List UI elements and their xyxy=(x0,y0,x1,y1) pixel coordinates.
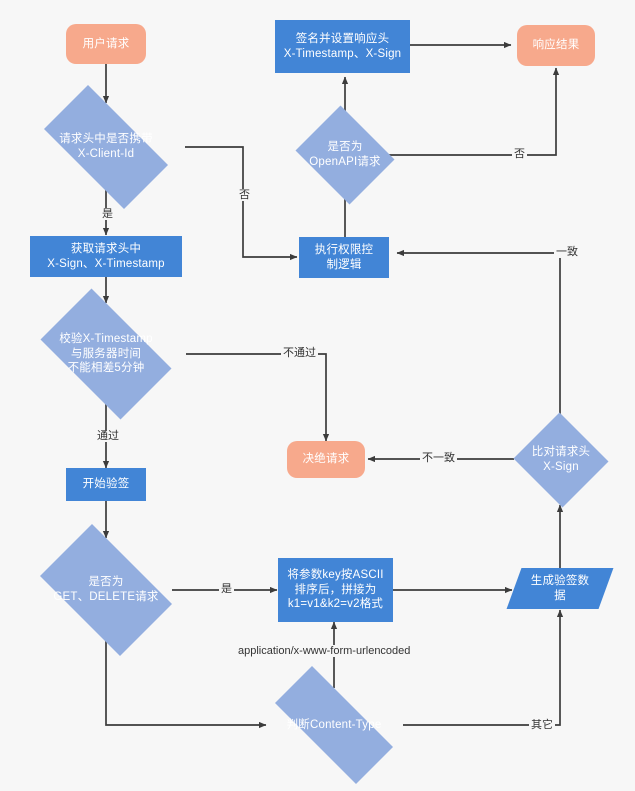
node-is-openapi[interactable]: 是否为 OpenAPI请求 xyxy=(291,105,399,205)
edge-label-sign-mismatch: 不一致 xyxy=(420,452,457,465)
edge-label-timestamp-pass: 通过 xyxy=(95,430,121,443)
node-user-request[interactable]: 用户请求 xyxy=(66,24,146,64)
node-check-timestamp[interactable]: 校验X-Timestamp 与服务器时间 不能相差5分钟 xyxy=(26,288,186,420)
node-reject-request[interactable]: 决绝请求 xyxy=(287,441,365,478)
node-judge-content-type-label: 判断Content-Type xyxy=(286,718,382,731)
edge-label-get-delete-yes: 是 xyxy=(219,583,234,596)
node-sort-params[interactable]: 将参数key按ASCII 排序后，拼接为 k1=v1&k2=v2格式 xyxy=(278,558,393,622)
node-get-sign-headers-label: 获取请求头中 X-Sign、X-Timestamp xyxy=(47,242,165,270)
node-sort-params-label: 将参数key按ASCII 排序后，拼接为 k1=v1&k2=v2格式 xyxy=(287,568,384,611)
node-reject-request-label: 决绝请求 xyxy=(302,453,350,466)
node-compare-sign-label: 比对请求头 X-Sign xyxy=(531,446,591,473)
node-has-client-id[interactable]: 请求头中是否携带 X-Client-Id xyxy=(26,85,186,209)
node-get-sign-headers[interactable]: 获取请求头中 X-Sign、X-Timestamp xyxy=(30,236,182,277)
edge-label-openapi-no: 否 xyxy=(512,148,527,161)
node-check-timestamp-label: 校验X-Timestamp 与服务器时间 不能相差5分钟 xyxy=(59,332,153,375)
edge-is-get-delete-no xyxy=(105,641,267,729)
node-gen-sign-data-label: 生成验签数 据 xyxy=(530,574,590,602)
node-user-request-label: 用户请求 xyxy=(82,37,130,50)
node-compare-sign[interactable]: 比对请求头 X-Sign xyxy=(512,412,610,508)
node-response-result-label: 响应结果 xyxy=(532,39,580,52)
node-judge-content-type[interactable]: 判断Content-Type xyxy=(253,666,415,784)
node-is-openapi-label: 是否为 OpenAPI请求 xyxy=(309,141,381,168)
node-sign-set-headers[interactable]: 签名并设置响应头 X-Timestamp、X-Sign xyxy=(275,20,410,73)
node-has-client-id-label: 请求头中是否携带 X-Client-Id xyxy=(59,133,153,160)
node-is-get-delete[interactable]: 是否为 GET、DELETE请求 xyxy=(26,524,186,656)
edge-has-client-id-no xyxy=(185,146,298,261)
edge-check-timestamp-fail xyxy=(186,353,330,442)
edge-label-content-type-other: 其它 xyxy=(529,719,555,732)
node-exec-auth-logic[interactable]: 执行权限控 制逻辑 xyxy=(299,237,389,278)
node-gen-sign-data[interactable]: 生成验签数 据 xyxy=(506,568,614,609)
edge-compare-sign-match xyxy=(396,249,561,414)
node-start-verify[interactable]: 开始验签 xyxy=(66,468,146,501)
edge-label-content-type-urlencoded: application/x-www-form-urlencoded xyxy=(236,645,413,658)
edge-content-type-other xyxy=(403,609,564,726)
node-exec-auth-logic-label: 执行权限控 制逻辑 xyxy=(314,243,374,271)
edge-label-sign-match: 一致 xyxy=(554,246,580,259)
edge-label-timestamp-fail: 不通过 xyxy=(281,347,318,360)
edge-is-openapi-no xyxy=(389,67,560,156)
edge-label-client-id-no: 否 xyxy=(237,189,252,202)
node-start-verify-label: 开始验签 xyxy=(82,478,130,491)
node-is-get-delete-label: 是否为 GET、DELETE请求 xyxy=(53,576,159,603)
edge-label-client-id-yes: 是 xyxy=(100,208,115,221)
node-sign-set-headers-label: 签名并设置响应头 X-Timestamp、X-Sign xyxy=(283,32,402,60)
node-response-result[interactable]: 响应结果 xyxy=(517,25,595,66)
